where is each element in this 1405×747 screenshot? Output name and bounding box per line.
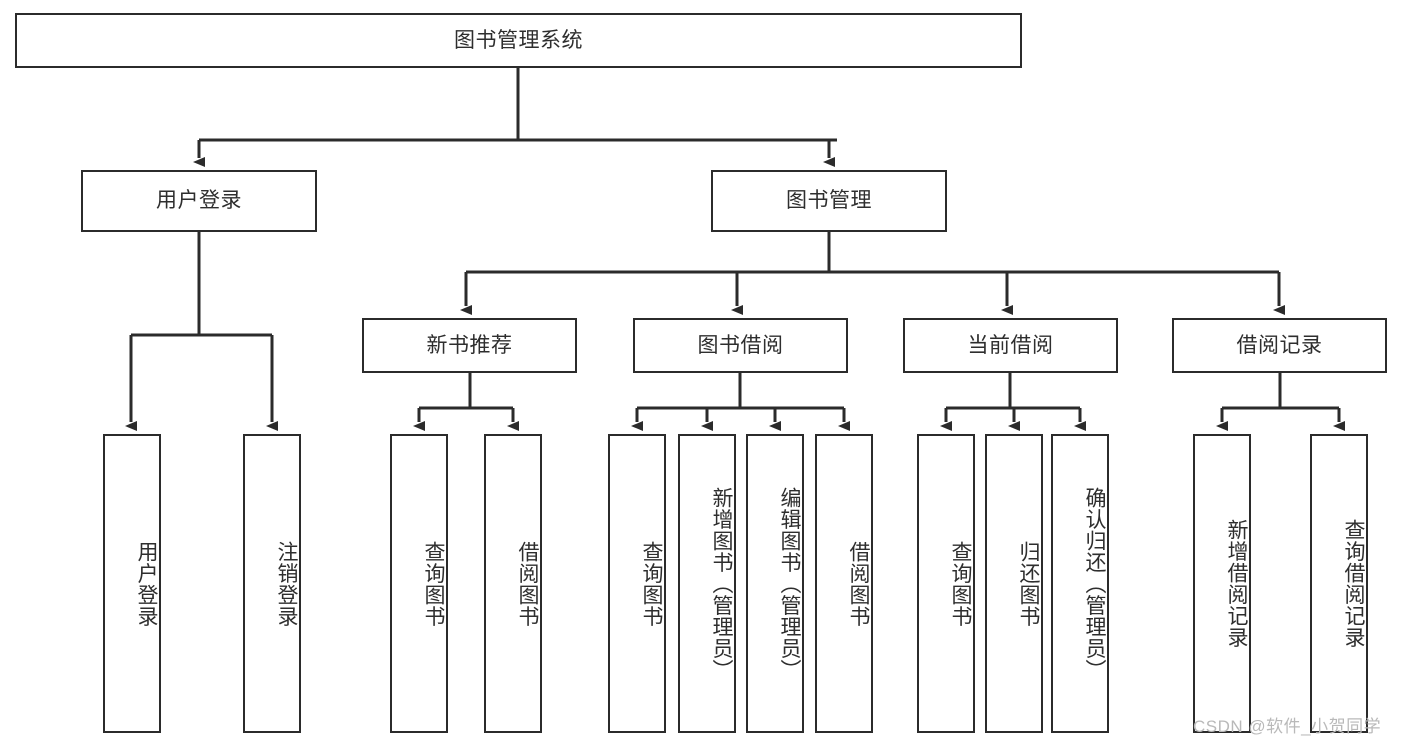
leaf-borrow-book-newbook[interactable]: 借阅图书 (484, 434, 542, 733)
node-user-login[interactable]: 用户登录 (81, 170, 317, 232)
leaf-borrow-book[interactable]: 借阅图书 (815, 434, 873, 733)
node-borrow-records[interactable]: 借阅记录 (1172, 318, 1387, 373)
leaf-query-book-newbook[interactable]: 查询图书 (390, 434, 448, 733)
leaf-logout[interactable]: 注销登录 (243, 434, 301, 733)
node-new-book-recommend[interactable]: 新书推荐 (362, 318, 577, 373)
node-book-management[interactable]: 图书管理 (711, 170, 947, 232)
leaf-query-borrow-record[interactable]: 查询借阅记录 (1310, 434, 1368, 733)
node-root[interactable]: 图书管理系统 (15, 13, 1022, 68)
node-book-borrow[interactable]: 图书借阅 (633, 318, 848, 373)
leaf-query-book-current[interactable]: 查询图书 (917, 434, 975, 733)
leaf-confirm-return-admin[interactable]: 确认归还（管理员） (1051, 434, 1109, 733)
leaf-return-book[interactable]: 归还图书 (985, 434, 1043, 733)
leaf-add-book-admin[interactable]: 新增图书（管理员） (678, 434, 736, 733)
leaf-add-borrow-record[interactable]: 新增借阅记录 (1193, 434, 1251, 733)
node-current-borrow[interactable]: 当前借阅 (903, 318, 1118, 373)
leaf-user-login[interactable]: 用户登录 (103, 434, 161, 733)
csdn-watermark: CSDN @软件_小贺同学 (1193, 717, 1382, 736)
leaf-edit-book-admin[interactable]: 编辑图书（管理员） (746, 434, 804, 733)
leaf-query-book-borrow[interactable]: 查询图书 (608, 434, 666, 733)
